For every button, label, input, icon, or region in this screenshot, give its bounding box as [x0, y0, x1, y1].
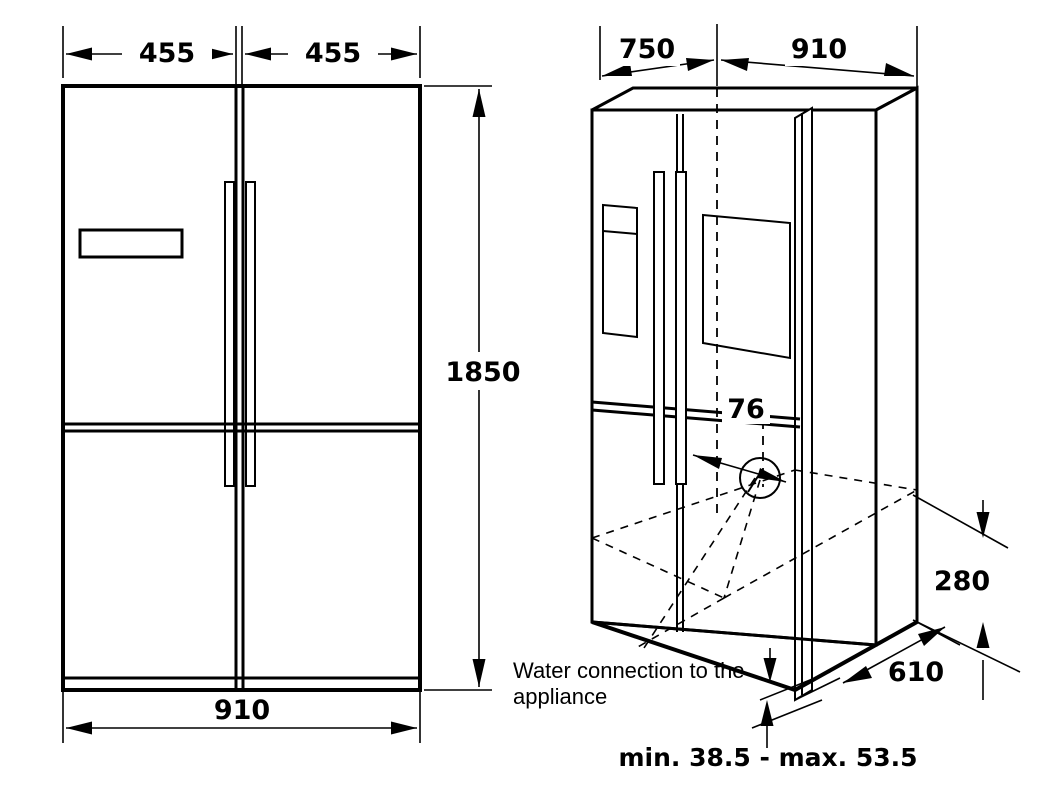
dim-label-76: 76 [727, 394, 765, 425]
water-connection-note-line2: appliance [513, 684, 607, 709]
dim-455-left-mask [122, 36, 212, 70]
front-display-panel [78, 228, 184, 259]
arrowhead-910t-right [884, 63, 914, 76]
arrowhead-910t-left [721, 58, 749, 71]
arrowhead-750-left [602, 63, 632, 76]
iso-water-leader-b [635, 597, 725, 649]
dim-1850-mask [442, 352, 542, 390]
arrowhead-280-up [976, 622, 990, 648]
arrowhead-610-left [843, 666, 872, 683]
iso-water-proj-vertical [723, 479, 761, 599]
dim-label-910-front: 910 [214, 695, 270, 726]
dim-line-910-top [720, 59, 915, 77]
iso-right-face [874, 85, 919, 648]
dim-76-mask [722, 390, 770, 424]
arrowhead-1850-top [472, 89, 486, 117]
iso-ext-610-a [794, 677, 841, 701]
water-connection-note-line1: Water connection to the [513, 658, 745, 683]
arrowhead-76-left [693, 455, 722, 469]
arrowhead-1850-bottom [472, 659, 486, 687]
iso-display-panel-divider [602, 230, 638, 235]
iso-floor-front-left [591, 620, 796, 692]
iso-floor-hidden-d [794, 469, 918, 491]
dim-750-mask [614, 32, 680, 66]
arrowhead-910f-right [391, 721, 417, 735]
dim-label-455-right: 455 [305, 38, 361, 69]
iso-dispenser-panel [702, 213, 791, 360]
iso-base-front-edge [591, 620, 877, 647]
front-view-group: 455 455 1850 9 [61, 26, 542, 743]
dim-910t-mask [785, 32, 853, 66]
arrowhead-910f-left [66, 721, 92, 735]
water-connection-circle [739, 457, 781, 499]
arrowhead-455-right-a [245, 47, 271, 61]
iso-ext-plinth-upper [759, 671, 831, 701]
arrowhead-280-down [976, 512, 990, 538]
arrowhead-plinth-up [760, 700, 774, 726]
iso-door-edge-slab [794, 106, 813, 702]
iso-ext-610-b [916, 621, 961, 646]
dim-label-plinth: min. 38.5 - max. 53.5 [618, 743, 917, 772]
dim-label-910-top: 910 [791, 34, 847, 65]
arrowhead-750-right [686, 58, 714, 71]
iso-front-face [590, 108, 878, 647]
front-handle-right [245, 181, 256, 487]
iso-ext-280-upper [912, 494, 1009, 549]
dim-label-750: 750 [619, 34, 675, 65]
arrowhead-455-left-b [207, 47, 233, 61]
iso-water-leader [643, 477, 756, 649]
arrowhead-455-left-a [66, 47, 92, 61]
iso-handle-right [675, 171, 687, 485]
iso-floor-hidden-a [591, 537, 725, 599]
iso-display-panel [602, 203, 638, 339]
dim-label-455-left: 455 [139, 38, 195, 69]
iso-top-face [591, 86, 918, 112]
iso-mid-split-b [591, 408, 801, 429]
iso-handle-left [653, 171, 665, 485]
front-handle-left [224, 181, 235, 487]
dim-label-610: 610 [888, 657, 944, 688]
dim-label-280: 280 [934, 566, 990, 597]
arrowhead-plinth-down [763, 658, 777, 682]
iso-floor-hidden-b [723, 489, 918, 599]
iso-view-group: 750 910 [513, 24, 1021, 772]
dim-455-right-mask [288, 36, 378, 70]
iso-floor-hidden-c [591, 469, 796, 539]
arrowhead-455-right-b [391, 47, 417, 61]
arrowhead-76-right [757, 468, 786, 482]
arrowhead-610-right [918, 627, 945, 646]
dim-label-1850: 1850 [445, 357, 520, 388]
